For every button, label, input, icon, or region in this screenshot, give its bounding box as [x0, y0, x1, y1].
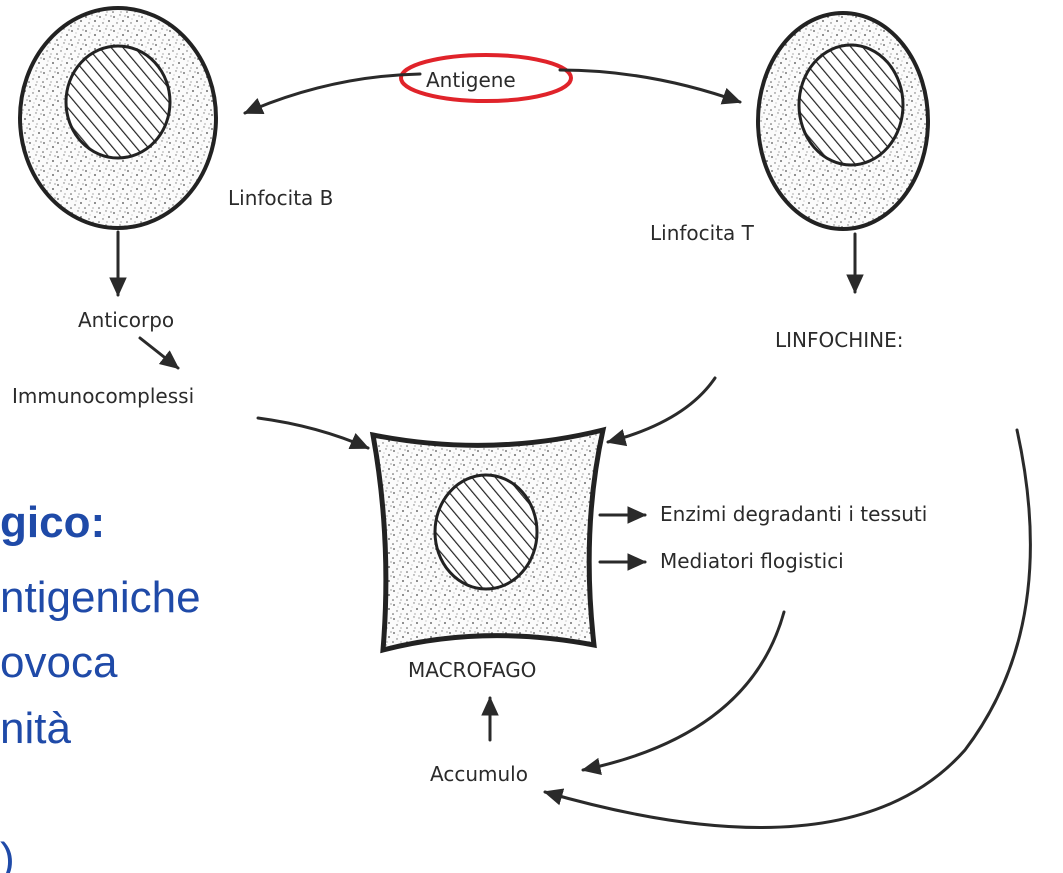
label-linfochine: LINFOCHINE: [775, 328, 904, 352]
lymphocyte-b-cell [20, 8, 216, 228]
label-anticorpo: Anticorpo [78, 308, 174, 332]
label-immunocomplessi: Immunocomplessi [12, 384, 194, 408]
label-mediatori: Mediatori flogistici [660, 549, 844, 573]
arrow-antigene-to-t [560, 70, 740, 102]
label-antigene: Antigene [426, 68, 516, 92]
arrow-antigene-to-b [245, 74, 420, 113]
macrophage-cell [373, 430, 603, 650]
slide-text-line-3: ovoca [0, 638, 118, 687]
slide-text-line-4: nità [0, 704, 71, 753]
label-accumulo: Accumulo [430, 762, 528, 786]
arrow-immunocomplessi-to-macrofago [258, 418, 368, 448]
slide-text-line-2: ntigeniche [0, 573, 201, 622]
arrow-anticorpo-to-immunocomplessi [140, 338, 178, 368]
arrow-linfochine-to-macrofago [608, 378, 715, 442]
slide-text-line-5: ) [0, 834, 15, 873]
slide-text-line-1: gico: [0, 498, 105, 547]
arrow-mediatori-to-accumulo [583, 612, 784, 770]
label-macrofago: MACROFAGO [408, 658, 536, 682]
lymphocyte-t-cell [758, 13, 928, 229]
label-enzimi: Enzimi degradanti i tessuti [660, 502, 927, 526]
label-linfocita-t: Linfocita T [650, 221, 755, 245]
label-linfocita-b: Linfocita B [228, 186, 333, 210]
arrow-linfochine-loop-to-accumulo [545, 430, 1030, 828]
